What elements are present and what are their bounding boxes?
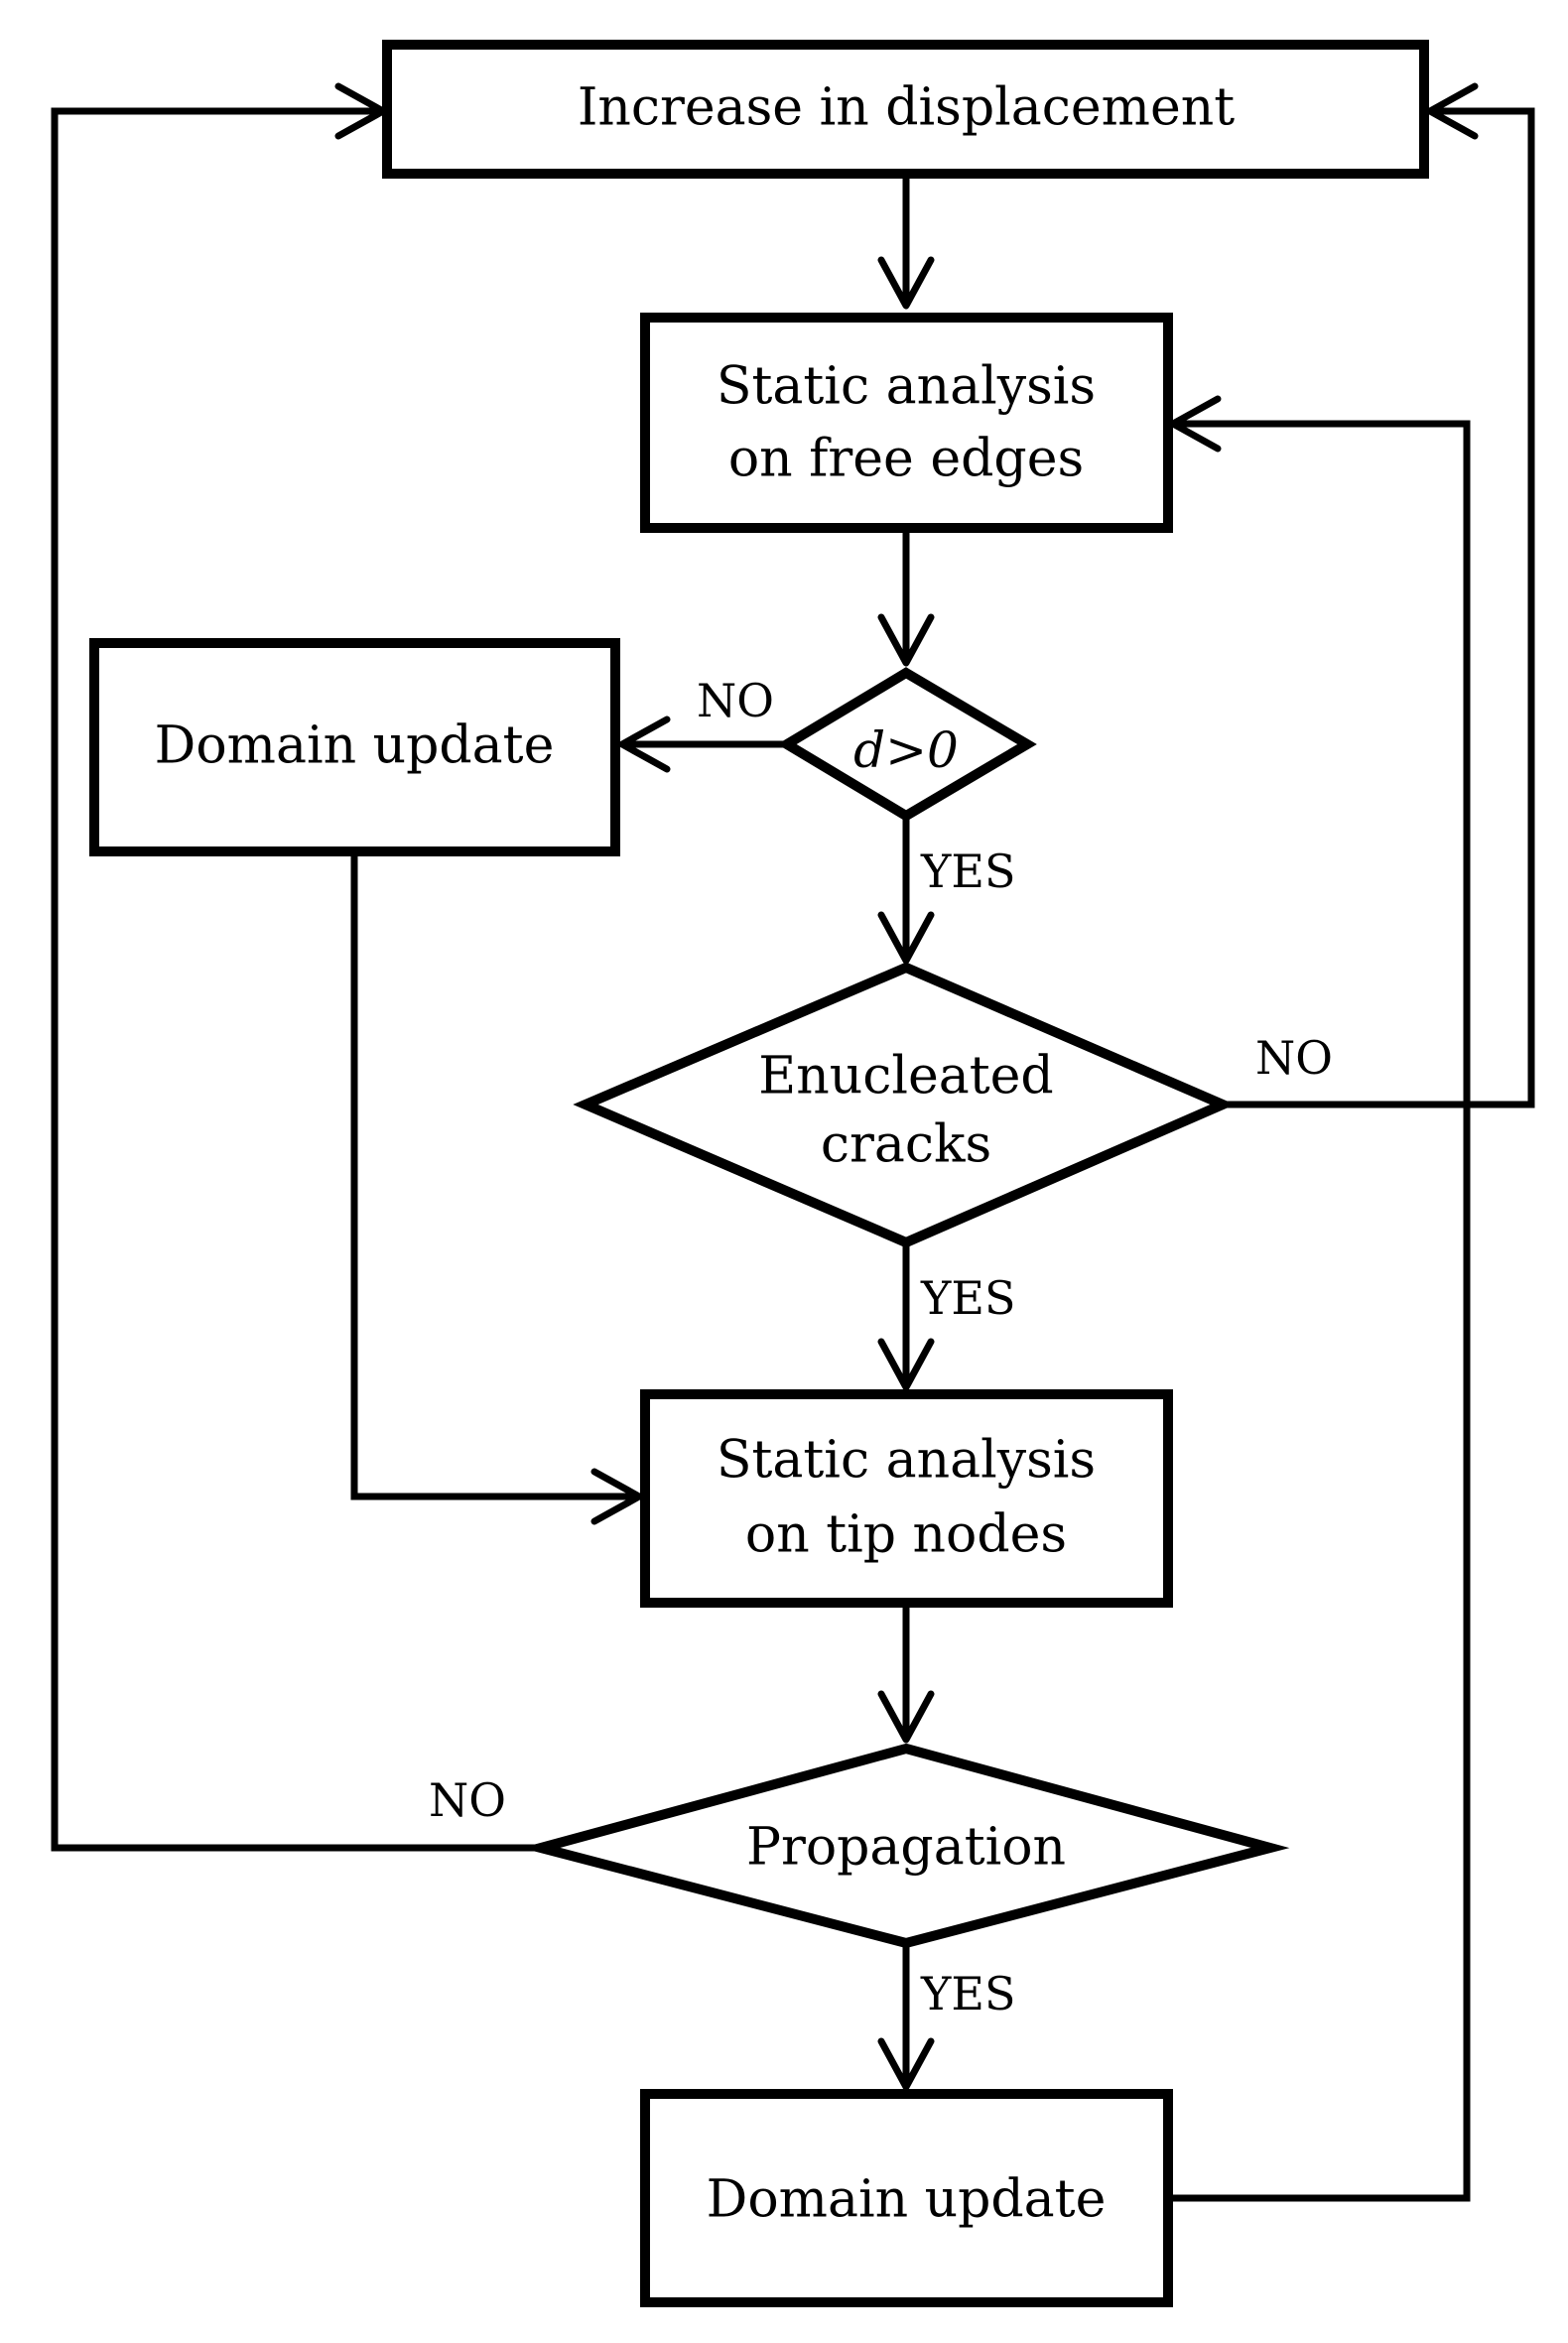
node-domain-update-left: Domain update bbox=[89, 638, 620, 856]
connector-enucleated-no-to-increase bbox=[1226, 107, 1535, 1108]
edge-label-d-yes: YES bbox=[920, 845, 1015, 898]
node-domain-update-left-label: Domain update bbox=[155, 716, 555, 776]
arrowhead-domain-left bbox=[618, 716, 671, 773]
edge-label-enucleated-yes: YES bbox=[920, 1271, 1015, 1325]
decision-enucleated-line2: cracks bbox=[821, 1115, 991, 1175]
node-static-free-edges-line1: Static analysis bbox=[717, 357, 1096, 417]
arrowhead-static-free-top bbox=[877, 256, 935, 310]
connector-domain-left-to-static-tip bbox=[350, 853, 637, 1500]
decision-enucleated-cracks: Enucleated cracks bbox=[573, 962, 1236, 1248]
decision-d-greater-zero: d>0 bbox=[777, 667, 1037, 822]
arrowhead-d-top bbox=[877, 613, 935, 667]
arrowhead-static-tip-top bbox=[877, 1338, 935, 1391]
arrowhead-domain-bottom-top bbox=[877, 2037, 935, 2091]
edge-label-propagation-yes: YES bbox=[920, 1967, 1015, 2020]
edge-label-propagation-no: NO bbox=[429, 1773, 506, 1827]
node-static-free-edges-line2: on free edges bbox=[728, 430, 1084, 489]
node-static-tip-nodes: Static analysis on tip nodes bbox=[640, 1389, 1173, 1608]
arrowhead-enucleated-top bbox=[877, 911, 935, 965]
arrowhead-static-tip-left bbox=[590, 1468, 643, 1525]
arrowhead-increase-right bbox=[1426, 82, 1479, 140]
connector-domain-bottom-to-static-free bbox=[1168, 420, 1471, 2202]
decision-d-label: d>0 bbox=[853, 721, 959, 779]
edge-label-enucleated-no: NO bbox=[1255, 1031, 1333, 1085]
decision-propagation: Propagation bbox=[521, 1743, 1290, 1949]
decision-enucleated-line1: Enucleated bbox=[758, 1047, 1053, 1106]
node-domain-update-bottom-label: Domain update bbox=[707, 2170, 1107, 2230]
node-static-free-edges: Static analysis on free edges bbox=[640, 313, 1173, 533]
node-static-tip-nodes-line1: Static analysis bbox=[717, 1431, 1096, 1491]
connector-propagation-no-to-increase bbox=[51, 107, 538, 1852]
arrowhead-propagation-top bbox=[877, 1690, 935, 1744]
node-static-tip-nodes-line2: on tip nodes bbox=[745, 1505, 1067, 1565]
node-increase-displacement-label: Increase in displacement bbox=[578, 78, 1235, 138]
node-increase-displacement: Increase in displacement bbox=[382, 40, 1429, 179]
edge-label-d-no: NO bbox=[697, 674, 774, 727]
node-domain-update-bottom: Domain update bbox=[640, 2089, 1173, 2307]
decision-propagation-label: Propagation bbox=[746, 1818, 1066, 1878]
